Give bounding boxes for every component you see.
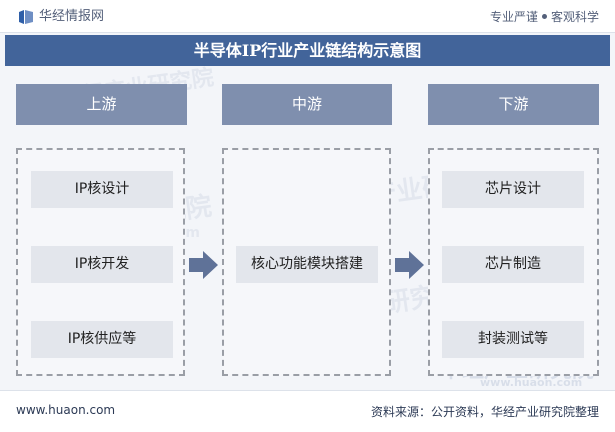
footer: www.huaon.com 资料来源：公开资料，华经产业研究院整理 [0, 390, 615, 432]
arrow-right-icon [189, 251, 218, 279]
data-source-note: 资料来源：公开资料，华经产业研究院整理 [370, 405, 599, 419]
slogan-left: 专业严谨 [489, 10, 538, 24]
stage-header-downstream: 下游 [428, 84, 599, 125]
slogan: 专业严谨客观科学 [490, 9, 599, 25]
huajing-logo-icon [19, 10, 33, 24]
title-bar: 半导体IP行业产业链结构示意图 [5, 35, 610, 66]
stage-header-midstream: 中游 [222, 84, 392, 125]
downstream-item: 芯片制造 [442, 246, 584, 283]
midstream-item: 核心功能模块搭建 [236, 246, 378, 283]
brand-name: 华经情报网 [39, 9, 105, 24]
watermark: www.huaon.com [480, 376, 583, 389]
upstream-item: IP核设计 [31, 171, 173, 208]
website-url: www.huaon.com [16, 403, 116, 417]
top-bar: 华经情报网 专业严谨客观科学 [0, 0, 615, 33]
slogan-right: 客观科学 [550, 10, 599, 24]
arrow-right-icon [395, 251, 424, 279]
slogan-separator-dot [541, 14, 547, 19]
diagram-title: 半导体IP行业产业链结构示意图 [193, 41, 422, 60]
upstream-item: IP核开发 [31, 246, 173, 283]
stage-header-upstream: 上游 [16, 84, 187, 125]
downstream-item: 芯片设计 [442, 171, 584, 208]
upstream-item: IP核供应等 [31, 321, 173, 358]
downstream-item: 封装测试等 [442, 321, 584, 358]
